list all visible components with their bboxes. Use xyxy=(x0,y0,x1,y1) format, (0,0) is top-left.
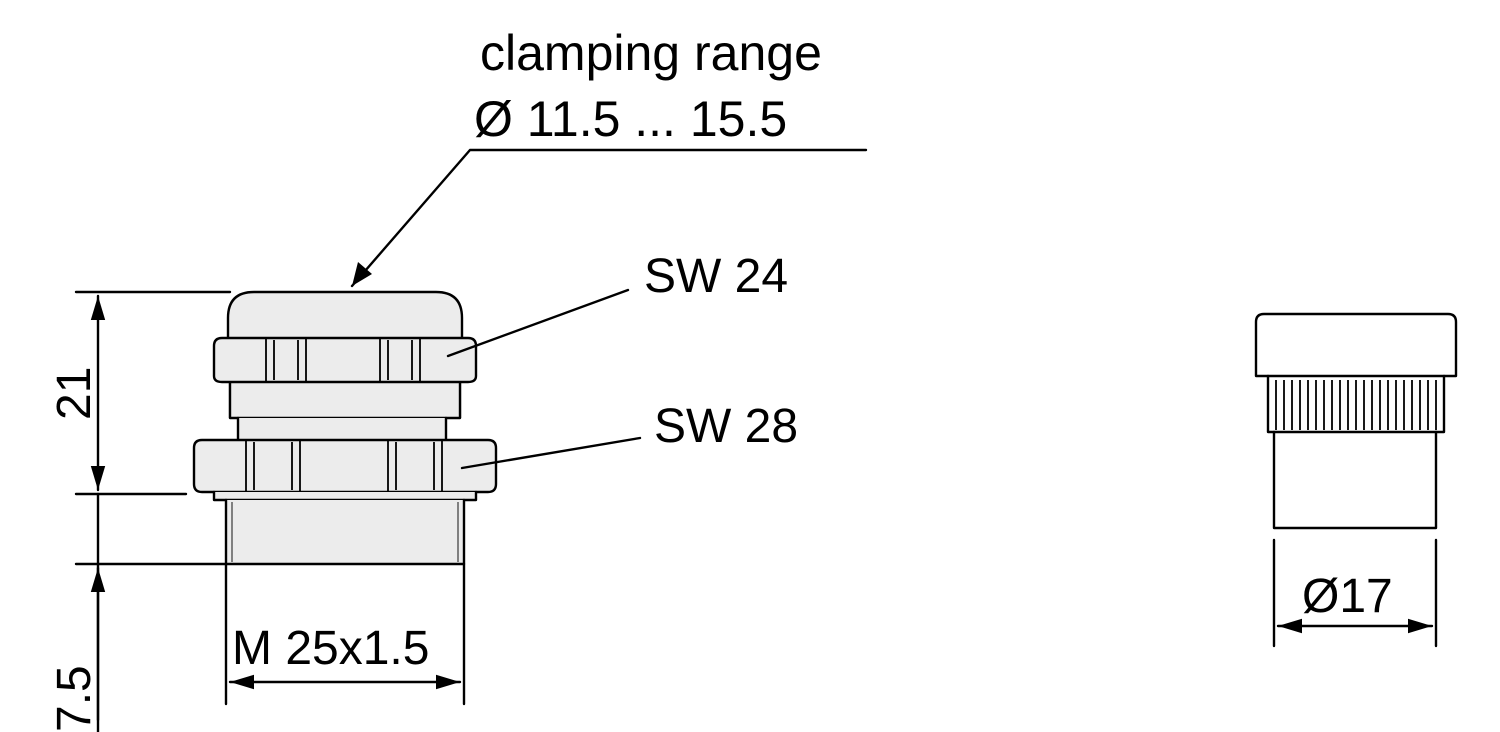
cable-gland-drawing xyxy=(192,290,498,566)
sealing-plug-drawing xyxy=(1254,312,1458,648)
sw-24-label: SW 24 xyxy=(644,250,788,303)
leader-lines xyxy=(350,148,868,470)
thread-size-label: M 25x1.5 xyxy=(232,622,429,675)
sw-28-label: SW 28 xyxy=(654,400,798,453)
dimension-lines xyxy=(74,290,466,732)
height-7-5-label: 7.5 xyxy=(48,665,101,732)
clamping-range-value: Ø 11.5 ... 15.5 xyxy=(474,91,787,147)
height-21-label: 21 xyxy=(48,367,101,420)
clamping-range-title: clamping range xyxy=(480,25,822,81)
plug-diameter-label: Ø17 xyxy=(1302,570,1393,623)
